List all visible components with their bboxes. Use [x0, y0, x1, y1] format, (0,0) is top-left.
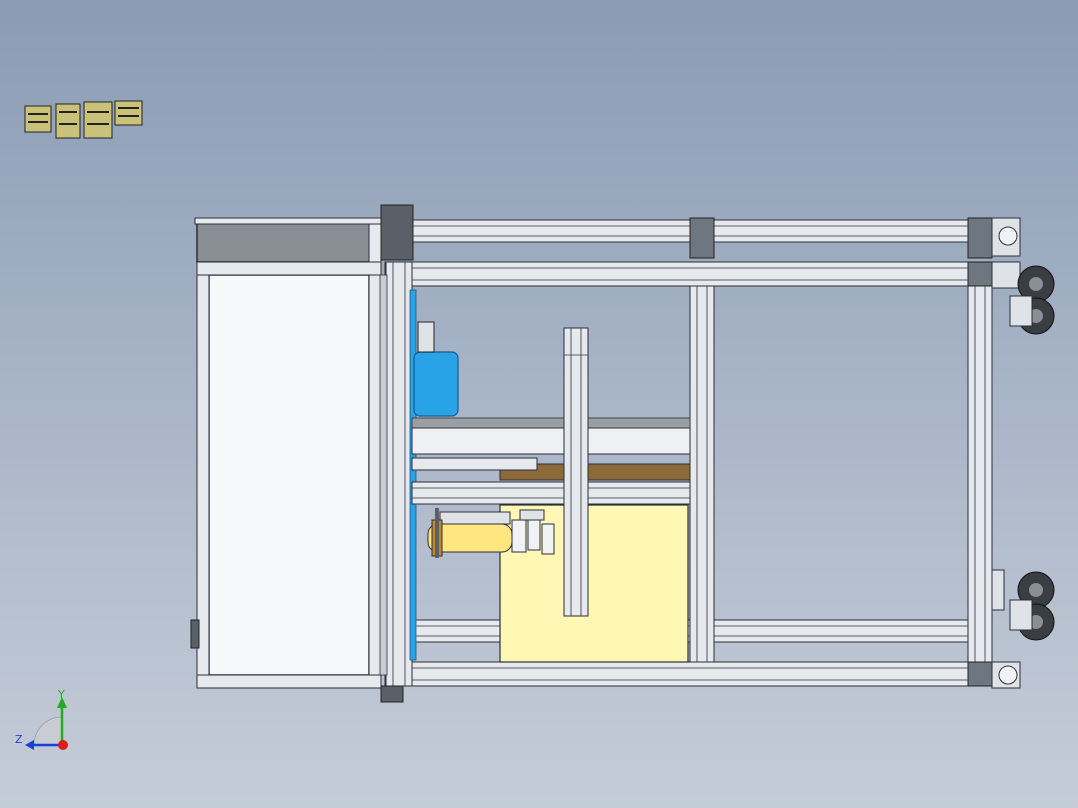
- spring-mount: [519, 509, 545, 521]
- triad-z-label: Z: [15, 733, 23, 746]
- clamp-2: [527, 519, 541, 551]
- cross-beam-shadow: [411, 417, 691, 429]
- enclosure-right-profile: [368, 221, 382, 688]
- toolbar-glyph-3[interactable]: [83, 101, 113, 139]
- enclosure-bottom-profile: [196, 674, 382, 689]
- vertical-column-grooves: [564, 328, 588, 616]
- left-post: [385, 261, 413, 687]
- caster-nut-bottom: [998, 665, 1018, 685]
- top-rail-lower-grooves: [385, 267, 985, 281]
- inner-mechanism: [409, 289, 691, 663]
- clamp-1: [511, 519, 527, 553]
- clamp-3: [541, 523, 555, 555]
- blue-guide-strip: [409, 289, 417, 661]
- thin-plate: [411, 457, 538, 471]
- caster-fork-2: [1009, 599, 1033, 631]
- mini-toolbar[interactable]: [24, 100, 143, 139]
- toolbar-glyph-4[interactable]: [114, 100, 143, 126]
- middle-post: [689, 285, 715, 663]
- cross-beam: [411, 427, 691, 455]
- roller-top-mount: [439, 511, 511, 525]
- connector-top-right: [967, 217, 993, 259]
- toolbar-glyph-detail: [28, 107, 139, 125]
- left-post-grooves: [392, 262, 406, 686]
- triad-arc: [33, 716, 63, 746]
- connector-right-lower: [967, 661, 993, 687]
- orientation-triad[interactable]: Y Z: [15, 688, 68, 750]
- caster-mount-side: [991, 569, 1005, 611]
- enclosure-top-gray-panel: [196, 221, 378, 263]
- connector-right-upper: [967, 261, 993, 287]
- caster-nut-top: [998, 226, 1018, 246]
- bottom-rail-lower: [384, 661, 986, 687]
- toolbar-glyph-2[interactable]: [55, 103, 81, 139]
- enclosure-side-knob: [190, 619, 200, 649]
- caster-mount-upper: [991, 261, 1021, 289]
- triad-y-arrow: [57, 697, 67, 708]
- right-post: [967, 261, 993, 687]
- casters: [991, 217, 1055, 689]
- left-enclosure: [190, 217, 384, 689]
- motor-bracket: [417, 321, 435, 353]
- roller-shaft: [435, 508, 439, 558]
- caster-fork-1: [1009, 295, 1033, 327]
- triad-z-arrow: [25, 740, 34, 750]
- enclosure-white-panel: [208, 274, 370, 676]
- left-post-side-strip: [379, 274, 388, 676]
- right-post-grooves: [974, 262, 986, 686]
- connector-top-mid: [689, 217, 715, 259]
- enclosure-top-cap: [194, 217, 384, 225]
- caster-hub-3: [1029, 583, 1043, 597]
- connector-left-bottom: [380, 685, 404, 703]
- vertical-column: [563, 327, 589, 617]
- connector-left-top: [380, 204, 414, 261]
- toolbar-glyph-1[interactable]: [24, 105, 52, 133]
- caster-hub-1: [1029, 277, 1043, 291]
- lower-cross-profile: [411, 481, 691, 505]
- bottom-rail-lower-grooves: [385, 667, 985, 681]
- lower-cross-profile-grooves: [412, 487, 690, 499]
- enclosure-top-profile: [196, 261, 382, 276]
- middle-post-grooves: [696, 286, 708, 662]
- triad-x-axis-dot: [58, 740, 68, 750]
- blue-motor: [413, 351, 459, 417]
- top-rail-lower: [384, 261, 986, 287]
- roller-assembly: [427, 508, 555, 558]
- triad-y-label: Y: [57, 688, 65, 701]
- brown-plate: [499, 463, 691, 481]
